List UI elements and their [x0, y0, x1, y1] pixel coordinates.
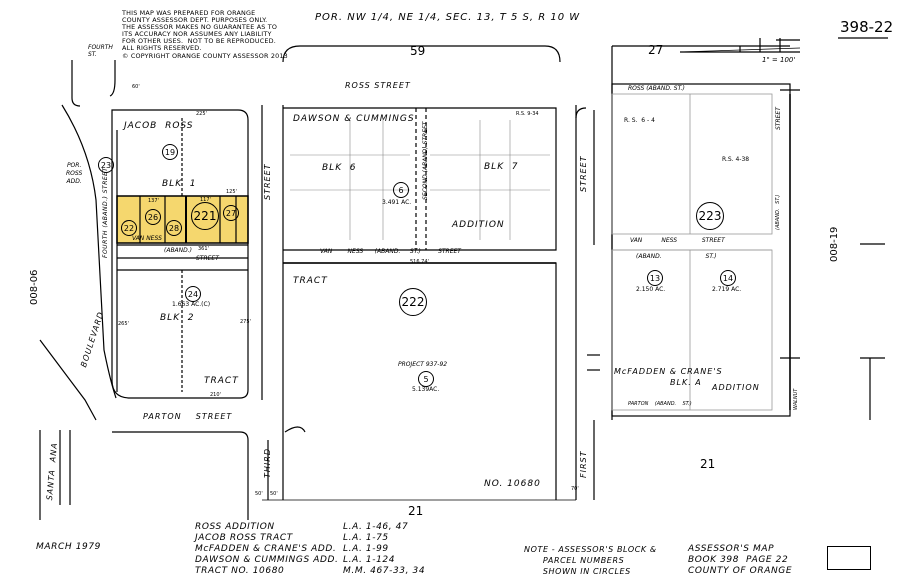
first-street-lower-label: FIRST — [579, 450, 588, 478]
third-street-lower-label: THIRD — [263, 448, 272, 478]
disclaimer-text: THIS MAP WAS PREPARED FOR ORANGE COUNTY … — [122, 9, 288, 60]
parcel-23[interactable]: 23 — [98, 157, 114, 173]
santa-ana-boulevard-line — [61, 104, 117, 399]
adjacent-map-right: 008-19 — [829, 226, 840, 262]
blk6-label: BLK 6 — [322, 163, 357, 173]
dim-516: 516.74' — [410, 259, 429, 265]
parcel-5[interactable]: 5 — [418, 371, 434, 387]
ross-aband-label: ROSS (ABAND. ST.) — [628, 85, 685, 92]
van-ness-street-label: STREET — [196, 255, 219, 262]
dim-50a: 50' — [255, 491, 263, 497]
area-parcel-6: 3.491 AC. — [382, 199, 412, 206]
dawson-cummings-label: DAWSON & CUMMINGS — [293, 114, 415, 124]
tract-label: TRACT — [204, 376, 239, 386]
parcel-13[interactable]: 13 — [647, 270, 663, 286]
block-number-59: 59 — [410, 44, 426, 58]
dim-125: 125' — [226, 189, 237, 195]
record-survey-2: R.S. 4-38 — [722, 156, 750, 163]
right-street-label: STREET — [775, 107, 782, 130]
blk1-label: BLK 1 — [162, 179, 197, 189]
section-header: POR. NW 1/4, NE 1/4, SEC. 13, T 5 S, R 1… — [315, 12, 581, 23]
dim-117: 117' — [200, 197, 211, 203]
parcel-14[interactable]: 14 — [720, 270, 736, 286]
legend-names: ROSS ADDITION JACOB ROSS TRACT McFADDEN … — [195, 522, 339, 576]
page-box — [827, 546, 871, 570]
right-aband-label: (ABAND. ST.) — [775, 194, 781, 230]
tract-222-label: TRACT — [293, 276, 328, 286]
record-survey-1: R. S. 6 - 4 — [624, 117, 655, 124]
area-parcel-14: 2.719 AC. — [712, 286, 742, 293]
adjacent-map-left: 008-06 — [29, 269, 40, 305]
parcel-221[interactable]: 221 — [191, 202, 219, 230]
ross-street-label: ROSS STREET — [345, 81, 411, 90]
dim-361: 361' — [198, 246, 209, 252]
parcel-27[interactable]: 27 — [223, 205, 239, 221]
addition2-label: ADDITION — [712, 383, 760, 392]
blk2-label: BLK 2 — [160, 313, 195, 323]
area-parcel-24: 1.663 AC.(C) — [172, 301, 211, 308]
walnut-label: WALNUT — [793, 388, 799, 410]
map-number: 398-22 — [840, 18, 894, 36]
parcel-19[interactable]: 19 — [162, 144, 178, 160]
parcel-223[interactable]: 223 — [696, 202, 724, 230]
dim-265: 265' — [118, 321, 129, 327]
parton-street-label: PARTON STREET — [143, 412, 233, 421]
parton-aband-label: PARTON (ABAND. ST.) — [628, 401, 692, 407]
parcel-22[interactable]: 22 — [121, 220, 137, 236]
dim-60: 60' — [132, 84, 140, 90]
parcel-26[interactable]: 26 — [145, 209, 161, 225]
block-number-27: 27 — [648, 43, 664, 57]
tract-222-block — [283, 262, 557, 500]
addition-label: ADDITION — [452, 220, 505, 230]
blk7-label: BLK 7 — [484, 162, 519, 172]
area-parcel-13: 2.150 AC. — [636, 286, 666, 293]
dim-275: 275' — [240, 319, 251, 325]
legend-references: L.A. 1-46, 47 L.A. 1-75 L.A. 1-99 L.A. 1… — [343, 522, 426, 576]
area-parcel-5: 5.139AC. — [412, 386, 440, 393]
dim-137: 137' — [148, 198, 159, 204]
block-59-boundary — [282, 45, 561, 63]
van-ness-right-aband-label: (ABAND. ST.) — [636, 253, 717, 260]
parcel-28[interactable]: 28 — [166, 220, 182, 236]
block-number-21a: 21 — [408, 504, 424, 518]
van-ness-top-label: VAN NESS — [132, 235, 162, 242]
dim-225: 225' — [196, 111, 207, 117]
first-street-label: STREET — [579, 155, 588, 192]
book-info: ASSESSOR'S MAP BOOK 398 PAGE 22 COUNTY O… — [688, 544, 793, 576]
van-ness-mid-label: VAN NESS (ABAND. ST.) STREET — [320, 248, 461, 255]
parcel-222[interactable]: 222 — [399, 288, 427, 316]
third-street-label: STREET — [263, 163, 272, 200]
note-text: NOTE - ASSESSOR'S BLOCK & PARCEL NUMBERS… — [524, 545, 657, 576]
fourth-street-top-label: FOURTH ST. — [88, 44, 113, 58]
jacob-ross-label: JACOB ROSS — [124, 121, 194, 131]
dim-210: 210' — [210, 392, 221, 398]
van-ness-aband-label: (ABAND.) — [164, 247, 193, 254]
map-date: MARCH 1979 — [36, 542, 101, 552]
parcel-24[interactable]: 24 — [185, 286, 201, 302]
por-ross-label: POR. ROSS ADD. — [66, 162, 83, 185]
fourth-aband-label: FOURTH (ABAND.) STREET — [102, 167, 109, 258]
map-scale: 1" = 100' — [762, 56, 796, 64]
jacob-ross-block — [111, 109, 249, 399]
mcfadden-label: McFADDEN & CRANE'S — [614, 367, 723, 376]
parcel-6[interactable]: 6 — [393, 182, 409, 198]
dim-70: 70' — [571, 486, 579, 492]
record-survey-3: R.S. 9-34 — [516, 111, 539, 117]
dim-50b: 50' — [270, 491, 278, 497]
dawson-cummings-block — [283, 107, 557, 251]
blk-a-label: BLK. A — [670, 378, 702, 387]
block-number-21b: 21 — [700, 457, 716, 471]
van-ness-right-label: VAN NESS STREET — [630, 237, 725, 244]
upper-left-street-edge — [71, 60, 81, 107]
second-street-label: SECOND (ABAND) STREET — [422, 121, 429, 200]
project-label: PROJECT 937-92 — [398, 361, 448, 368]
tract-number-label: NO. 10680 — [484, 479, 541, 489]
lower-left-block — [112, 431, 249, 520]
